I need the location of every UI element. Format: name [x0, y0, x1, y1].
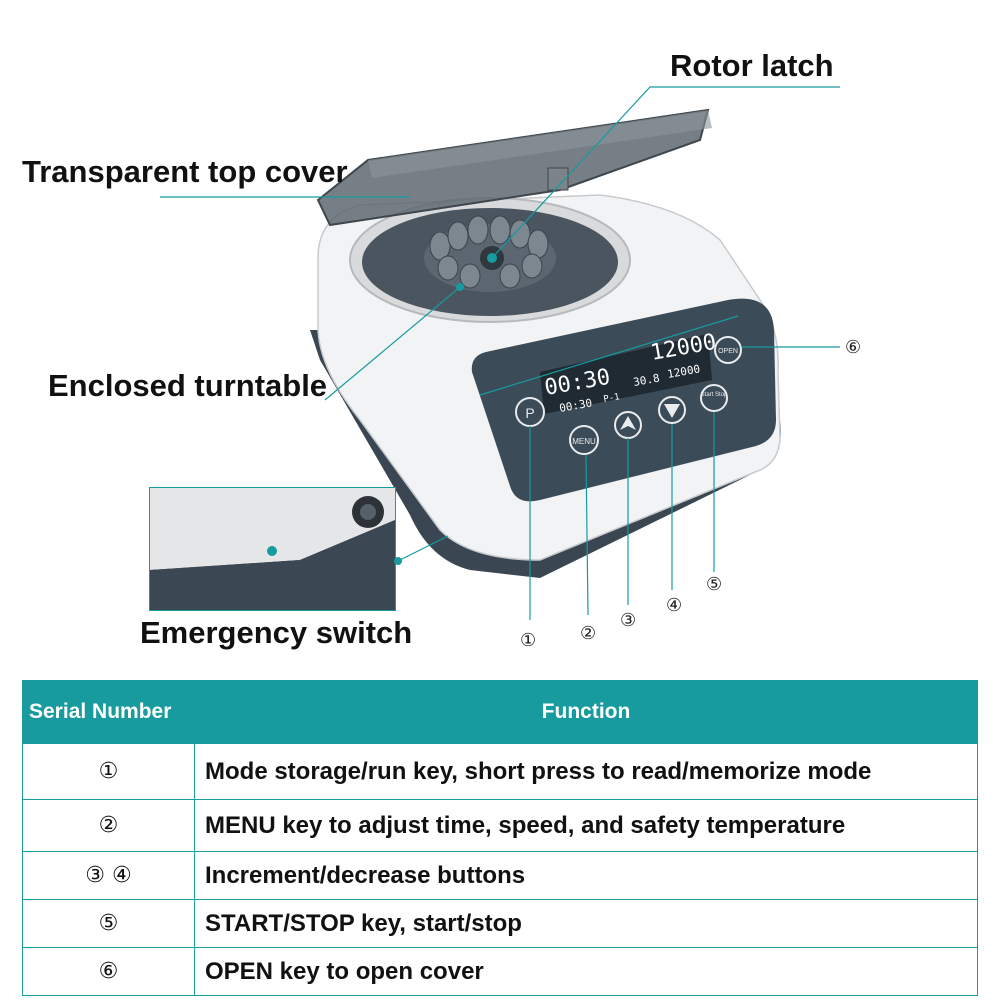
- lcd-speed-small: 12000: [666, 362, 701, 381]
- callout-lines: [160, 86, 840, 620]
- table-row: ⑤ START/STOP key, start/stop: [22, 899, 978, 948]
- table-header-row: Serial Number Function: [22, 680, 978, 744]
- function-table: Serial Number Function ① Mode storage/ru…: [22, 680, 978, 996]
- lcd-temp: 30.8: [632, 372, 660, 389]
- row-function: Increment/decrease buttons: [194, 851, 978, 900]
- control-panel: 00:30 00:30 P-1 12000 30.8 12000 P MENU …: [471, 298, 776, 502]
- table-row: ③ ④ Increment/decrease buttons: [22, 851, 978, 900]
- down-key[interactable]: [658, 396, 686, 424]
- lcd-mode: P-1: [603, 392, 621, 405]
- centrifuge-illustration: 00:30 00:30 P-1 12000 30.8 12000 P MENU …: [149, 86, 840, 620]
- svg-text:OPEN: OPEN: [718, 348, 738, 355]
- rotor-latch-label: Rotor latch: [670, 48, 834, 83]
- marker-1: ①: [520, 630, 537, 651]
- top-cover-label: Transparent top cover: [22, 154, 348, 189]
- transparent-lid: [316, 108, 712, 227]
- row-function: Mode storage/run key, short press to rea…: [194, 743, 978, 800]
- row-function: MENU key to adjust time, speed, and safe…: [194, 799, 978, 852]
- emergency-switch-label: Emergency switch: [140, 615, 413, 650]
- row-function: START/STOP key, start/stop: [194, 899, 978, 948]
- marker-2: ②: [580, 623, 597, 644]
- svg-text:P: P: [525, 405, 534, 421]
- rotor: [424, 215, 556, 292]
- row-number: ③ ④: [22, 851, 195, 900]
- table-row: ⑥ OPEN key to open cover: [22, 947, 978, 996]
- marker-3: ③: [620, 610, 637, 631]
- header-function: Function: [194, 680, 978, 744]
- row-number: ⑤: [22, 899, 195, 948]
- row-number: ②: [22, 799, 195, 852]
- emergency-switch-inset: [149, 487, 396, 611]
- svg-text:MENU: MENU: [572, 437, 596, 446]
- table-row: ② MENU key to adjust time, speed, and sa…: [22, 799, 978, 852]
- row-number: ⑥: [22, 947, 195, 996]
- lcd-time-small: 00:30: [558, 396, 593, 415]
- row-number: ①: [22, 743, 195, 800]
- start-stop-key[interactable]: Start Stop: [700, 384, 728, 412]
- open-key[interactable]: OPEN: [714, 336, 742, 364]
- menu-key[interactable]: MENU: [569, 425, 599, 455]
- svg-text:Start Stop: Start Stop: [701, 392, 728, 398]
- marker-6: ⑥: [845, 337, 862, 358]
- table-row: ① Mode storage/run key, short press to r…: [22, 743, 978, 800]
- lcd-display: [540, 334, 712, 414]
- marker-5: ⑤: [706, 574, 723, 595]
- marker-4: ④: [666, 595, 683, 616]
- turntable-label: Enclosed turntable: [48, 368, 328, 403]
- header-serial-number: Serial Number: [22, 680, 195, 744]
- row-function: OPEN key to open cover: [194, 947, 978, 996]
